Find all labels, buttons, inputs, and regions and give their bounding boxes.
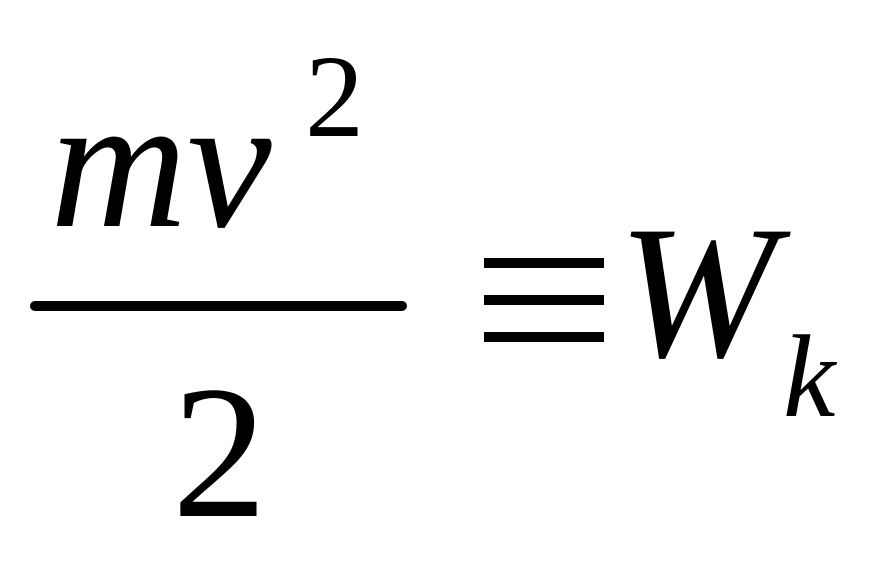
denominator: 2 xyxy=(172,348,267,558)
identity-line-middle xyxy=(484,295,604,305)
numerator-exponent: 2 xyxy=(305,31,364,162)
rhs-w: W xyxy=(618,188,777,398)
fraction-bar xyxy=(30,301,407,311)
numerator-mv: mv xyxy=(50,58,272,268)
rhs-subscript-k: k xyxy=(783,311,836,442)
identity-line-bottom xyxy=(484,332,604,342)
identity-line-top xyxy=(484,258,604,268)
